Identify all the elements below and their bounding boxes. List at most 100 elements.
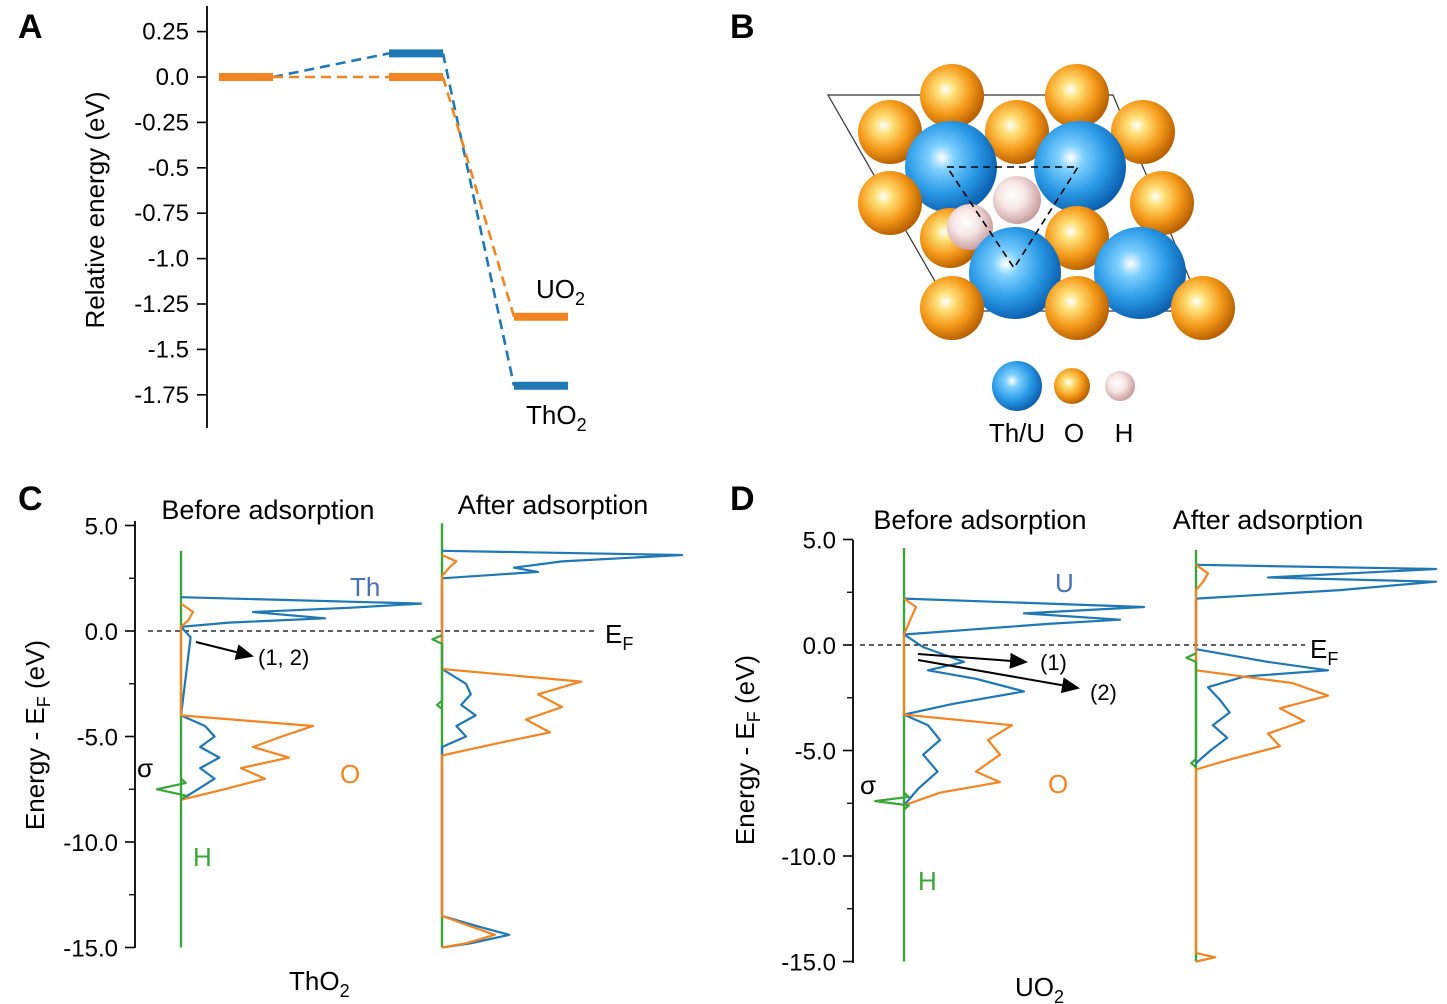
dos-curves: [155, 523, 684, 949]
series-label-uo2: UO2: [536, 274, 585, 309]
dos-curve-u-before: [902, 597, 1146, 807]
y-tick-label: -10.0: [63, 830, 118, 857]
atomic-structure-panel-b: Th/U O H: [826, 64, 1235, 448]
y-tick-label: 5.0: [85, 514, 118, 541]
atom-legend: Th/U O H: [989, 361, 1135, 448]
metal-atom: [1034, 121, 1126, 213]
y-ticks: 5.0 0.0 -5.0 -10.0 -15.0: [781, 528, 853, 977]
label-h: H: [918, 866, 937, 896]
fermi-label: EF: [605, 619, 633, 654]
connector-uo: [441, 76, 516, 318]
label-u: U: [1055, 568, 1074, 598]
y-ticks: 5.0 0.0 -5.0 -10.0 -15.0: [63, 514, 135, 963]
y-tick-label: -1.5: [148, 336, 189, 363]
legend-label-metal: Th/U: [989, 418, 1045, 448]
y-tick-label: -5.0: [77, 725, 118, 752]
oxygen-atom: [1045, 276, 1109, 340]
dos-curve-u-after: [1194, 563, 1438, 765]
dos-curve-h-before: [874, 791, 910, 811]
y-ticks: 0.25 0.0 -0.25 -0.5 -0.75 -1.0 -1.25 -1.5 -1.75: [134, 19, 207, 409]
annotation-arrow-1-2: [195, 641, 254, 660]
y-axis-label: Energy - EF (eV): [730, 655, 764, 845]
y-tick-label: 0.0: [156, 64, 189, 91]
dos-panel-d: 5.0 0.0 -5.0 -10.0 -15.0 Energy - EF (eV) Be…: [730, 505, 1438, 1004]
y-tick-label: -15.0: [63, 936, 118, 963]
oxygen-atom: [1111, 100, 1175, 164]
hydrogen-atom: [993, 176, 1041, 224]
y-tick-label: -0.25: [134, 109, 189, 136]
dos-curve-th-after: [440, 549, 684, 949]
label-sigma: σ: [137, 753, 153, 783]
oxygen-atom: [858, 100, 922, 164]
dos-curve-o-after: [1194, 563, 1330, 963]
y-tick-label: -1.0: [148, 246, 189, 273]
dos-curves: [874, 547, 1438, 963]
subplot-title-after: After adsorption: [1173, 505, 1364, 535]
subplot-title-before: Before adsorption: [873, 505, 1086, 535]
oxygen-atom: [920, 64, 984, 128]
y-tick-label: 5.0: [803, 528, 836, 555]
label-sigma: σ: [860, 770, 876, 800]
y-tick-label: -0.5: [148, 155, 189, 182]
connector-tho: [272, 52, 390, 79]
dos-curve-h-after: [431, 634, 444, 710]
y-tick-label: -15.0: [781, 950, 836, 977]
dos-curve-o-after: [440, 553, 583, 949]
annotation-2: (2): [1090, 680, 1117, 705]
oxygen-atom: [1130, 171, 1194, 235]
metal-atom: [1094, 227, 1186, 319]
y-tick-label: -5.0: [795, 739, 836, 766]
panel-label-d: D: [730, 480, 755, 518]
dos-curve-o-before: [902, 597, 1014, 807]
annotation-arrow-2: [917, 659, 1080, 694]
y-tick-label: -0.75: [134, 200, 189, 227]
energy-diagram-panel-a: 0.250.0-0.25-0.5-0.75-1.0-1.25-1.5-1.75 …: [80, 6, 587, 435]
label-o: O: [1048, 769, 1068, 799]
label-th: Th: [350, 572, 380, 602]
legend-label-hydrogen: H: [1115, 418, 1134, 448]
oxygen-atom: [1045, 206, 1109, 270]
hydrogen-atom: [947, 204, 993, 250]
annotation-1-2: (1, 2): [258, 645, 309, 670]
y-tick-label: -1.25: [134, 291, 189, 318]
oxygen-atom: [985, 100, 1049, 164]
annotation-arrow-1: [917, 652, 1028, 669]
label-o: O: [340, 759, 360, 789]
oxygen-atom: [858, 171, 922, 235]
dos-curve-h-before: [155, 777, 187, 801]
y-tick-label: -1.75: [134, 382, 189, 409]
subplot-title-before: Before adsorption: [161, 495, 374, 525]
dos-panel-c: 5.0 0.0 -5.0 -10.0 -15.0 Energy - EF (eV) Be…: [20, 490, 684, 1001]
dos-curve-o-before: [179, 602, 315, 801]
panel-label-c: C: [18, 480, 43, 518]
legend-label-oxygen: O: [1064, 418, 1084, 448]
energy-levels: [219, 49, 568, 390]
legend-metal-atom: [992, 361, 1042, 411]
legend-oxygen-atom: [1054, 368, 1090, 404]
annotation-1: (1): [1040, 650, 1067, 675]
y-tick-label: 0.0: [803, 633, 836, 660]
y-tick-label: 0.0: [85, 619, 118, 646]
metal-atom: [969, 227, 1061, 319]
oxygen-atom: [1171, 276, 1235, 340]
subplot-title-after: After adsorption: [458, 490, 649, 520]
panel-label-a: A: [18, 8, 43, 46]
connector-tho: [441, 53, 516, 386]
dos-curve-th-before: [179, 596, 423, 801]
series-label-tho2: ThO2: [526, 400, 587, 435]
legend-hydrogen-atom: [1105, 371, 1135, 401]
dos-curve-h-after: [1185, 652, 1198, 769]
y-axis-label: Relative energy (eV): [80, 92, 110, 329]
y-tick-label: -10.0: [781, 844, 836, 871]
adsorption-site-triangle: [945, 166, 1080, 270]
panel-label-b: B: [730, 8, 755, 46]
y-axis-label: Energy - EF (eV): [20, 640, 54, 830]
x-axis-label: UO2: [1015, 972, 1064, 1004]
oxygen-atom: [920, 276, 984, 340]
y-tick-label: 0.25: [142, 19, 189, 46]
oxygen-atom: [1045, 64, 1109, 128]
x-axis-label: ThO2: [289, 966, 350, 1001]
fermi-label: EF: [1310, 634, 1338, 669]
label-h: H: [193, 842, 212, 872]
